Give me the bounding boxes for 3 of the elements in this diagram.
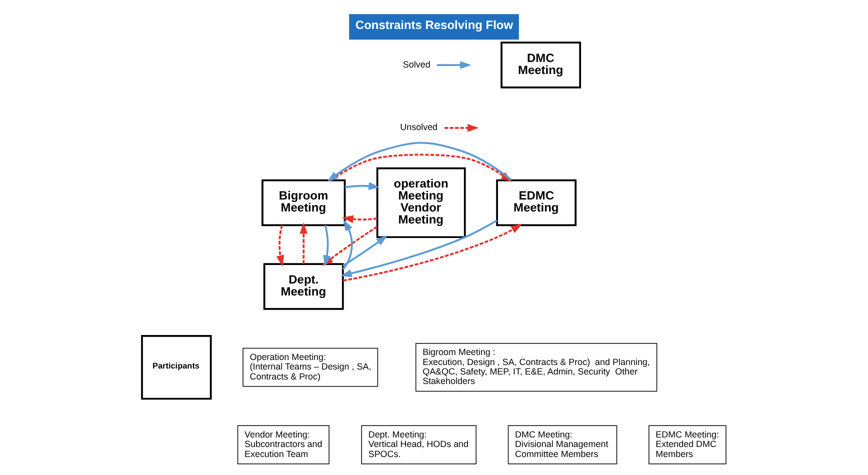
legend-label: Solved	[402, 59, 430, 70]
diagram-title: Constraints Resolving Flow	[355, 18, 514, 32]
legend-label: Unsolved	[400, 122, 438, 132]
